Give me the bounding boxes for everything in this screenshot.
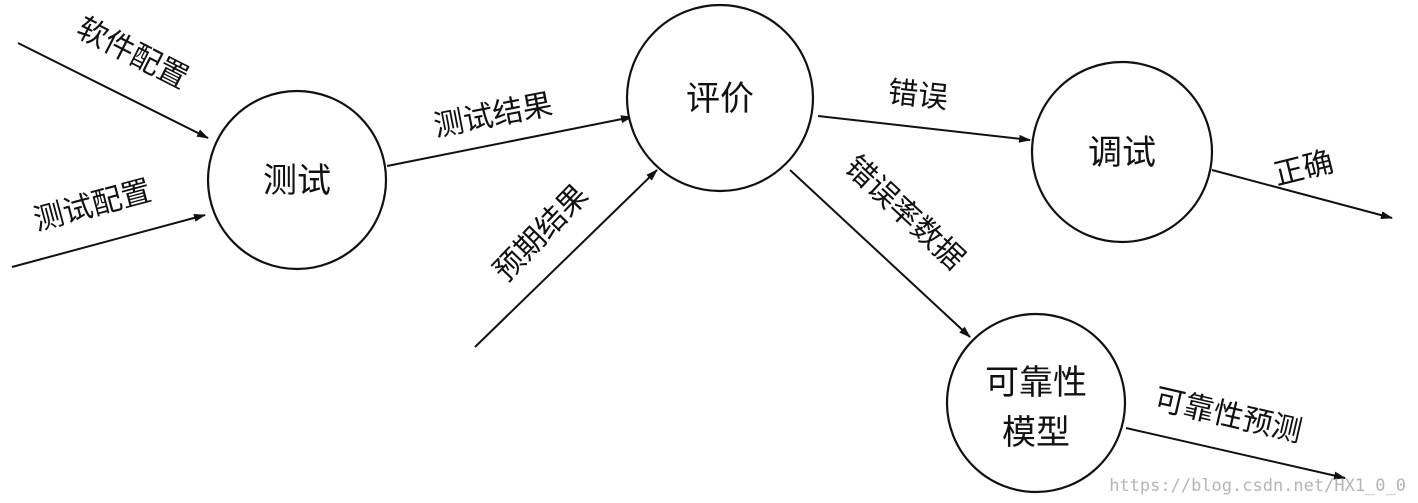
label-error: 错误 <box>886 75 949 116</box>
edge-reliability-prediction <box>1125 427 1346 480</box>
label-software-config: 软件配置 <box>71 11 194 97</box>
edge-expected-result <box>474 169 658 348</box>
edge-software-config <box>17 42 209 139</box>
node-debug-circle <box>1030 60 1214 244</box>
edge-error <box>817 115 1031 143</box>
node-test: 测试 <box>206 89 388 271</box>
node-evaluate-label: 评价 <box>686 79 754 119</box>
node-test-circle <box>206 89 388 271</box>
node-debug: 调试 <box>1030 60 1214 244</box>
node-reliability-model-circle <box>945 312 1127 494</box>
edge-correct <box>1211 169 1393 220</box>
node-debug-label: 调试 <box>1088 133 1156 173</box>
edge-test-config <box>11 213 206 268</box>
edge-error-rate-data <box>789 169 971 338</box>
watermark-text: https://blog.csdn.net/HX1_0_0 <box>1109 476 1406 496</box>
label-error-rate-data: 错误率数据 <box>838 149 972 277</box>
node-evaluate: 评价 <box>625 3 815 193</box>
node-reliability-model-label-line2: 模型 <box>1002 413 1070 453</box>
edge-test-result <box>386 115 633 167</box>
label-test-config: 测试配置 <box>30 173 155 238</box>
label-expected-result: 预期结果 <box>487 178 596 289</box>
node-evaluate-circle <box>625 3 815 193</box>
node-reliability-model: 可靠性 模型 <box>945 312 1127 494</box>
node-reliability-model-label-line1: 可靠性 <box>985 363 1087 403</box>
node-test-label: 测试 <box>263 161 331 201</box>
label-correct: 正确 <box>1270 145 1337 193</box>
